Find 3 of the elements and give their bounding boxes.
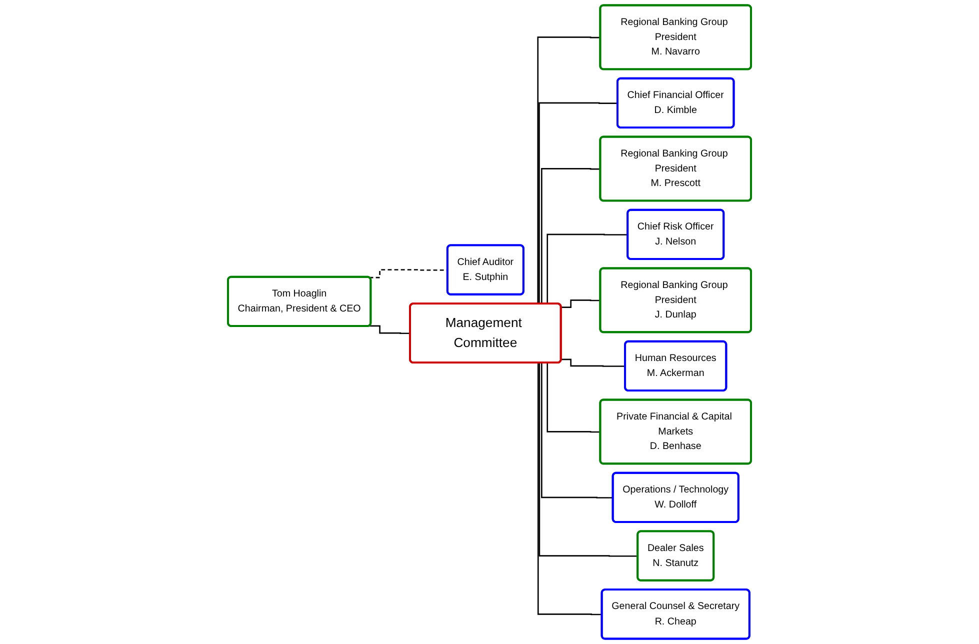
connector (369, 325, 410, 334)
connector (561, 300, 601, 308)
connector (561, 358, 626, 367)
